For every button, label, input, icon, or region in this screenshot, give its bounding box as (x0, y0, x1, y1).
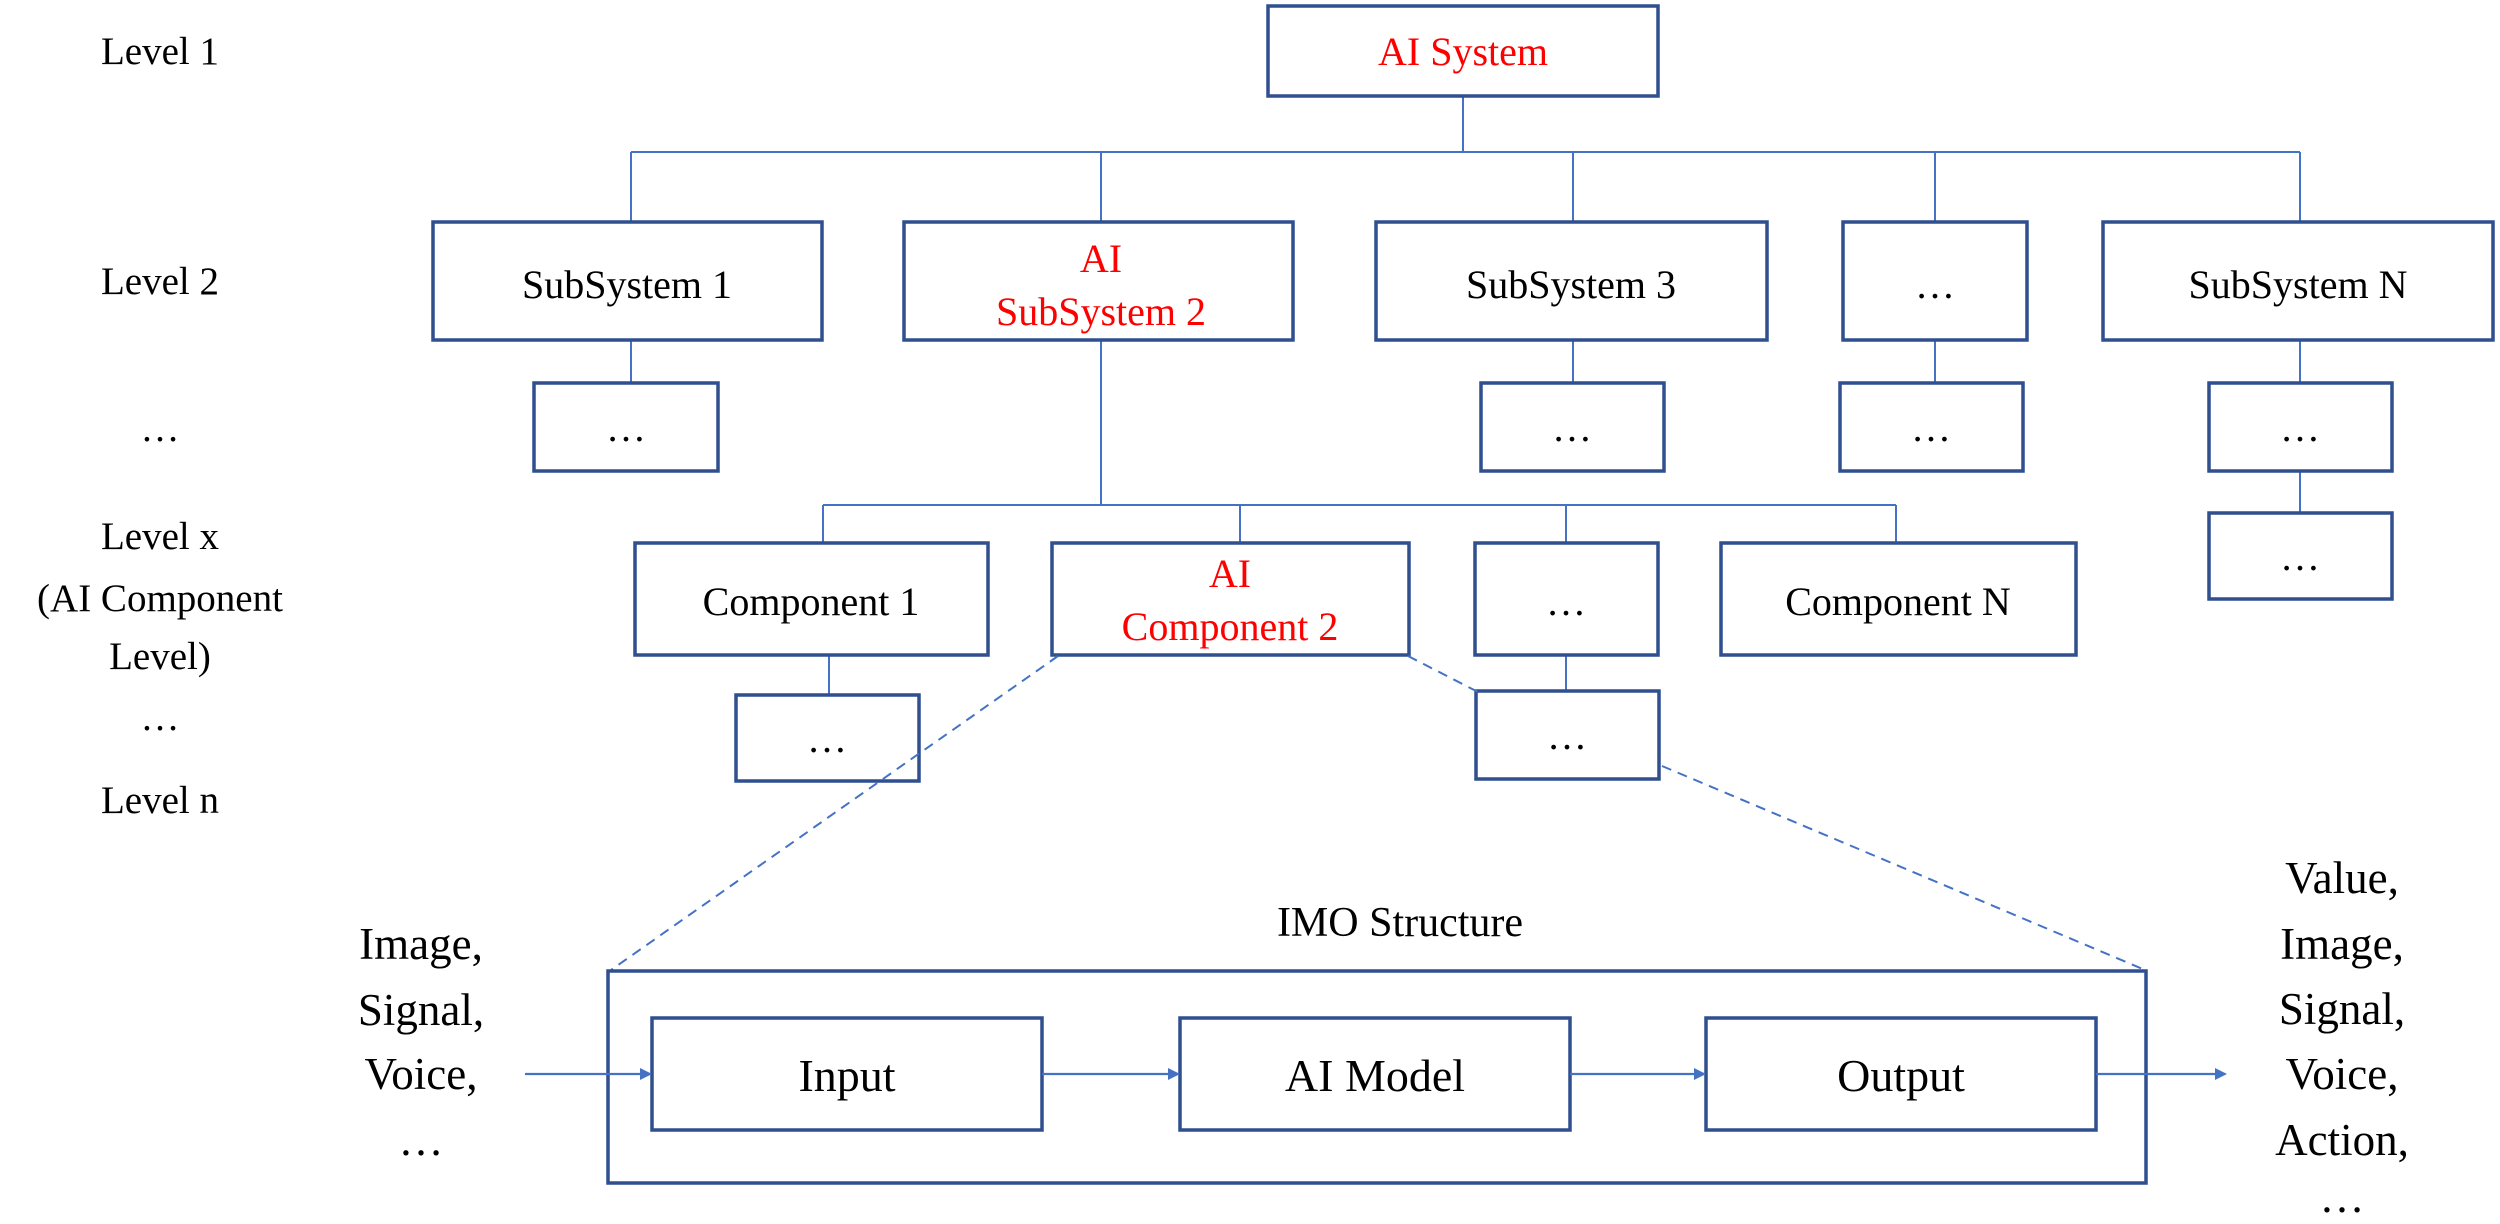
subsystem-1-label: SubSystem 1 (522, 262, 732, 307)
subsystem-1-child-node: … (532, 381, 720, 473)
imo-output-node: Output (1704, 1016, 2098, 1132)
ai-subsystem-2-label-line2: SubSystem 2 (996, 289, 1206, 334)
imo-structure-box (606, 969, 2148, 1185)
output-type-item: Voice, (2286, 1049, 2399, 1099)
imo-input-node: Input (650, 1016, 1044, 1132)
ai-component-2-label-line2: Component 2 (1122, 604, 1339, 649)
tree-connectors (630, 96, 2301, 695)
output-type-item: Value, (2285, 853, 2399, 903)
component-n-node: Component N (1719, 541, 2078, 657)
component-ellipsis-child-node: … (1474, 689, 1661, 781)
level-x-sublabel-1: (AI Component (37, 577, 283, 620)
subsystem-n-label: SubSystem N (2189, 262, 2408, 307)
subsystem-ellipsis-child-node: … (1838, 381, 2025, 473)
subsystem-ellipsis-child-label: … (1911, 405, 1951, 450)
subsystem-n-child-node: … (2207, 381, 2394, 473)
zoom-line-right-lower (1661, 765, 2146, 971)
subsystem-3-node: SubSystem 3 (1374, 220, 1769, 342)
subsystem-n-child-label: … (2280, 405, 2320, 450)
component-1-node: Component 1 (633, 541, 990, 657)
ai-subsystem-2-node: AI SubSystem 2 (902, 220, 1295, 342)
input-type-item: … (399, 1115, 444, 1165)
input-type-item: Signal, (358, 985, 484, 1035)
zoom-line-left (610, 655, 1059, 971)
output-type-item: … (2320, 1172, 2365, 1222)
subsystem-n-grandchild-node: … (2207, 511, 2394, 601)
imo-ai-model-label: AI Model (1285, 1050, 1465, 1101)
level-ellipsis-b: … (141, 696, 180, 739)
ai-system-node: AI System (1266, 4, 1660, 98)
ai-component-2-label-line1: AI (1209, 551, 1251, 596)
ai-system-label: AI System (1378, 29, 1548, 74)
component-1-label: Component 1 (703, 579, 920, 624)
output-type-item: Signal, (2279, 984, 2405, 1034)
output-type-item: Image, (2280, 919, 2404, 969)
imo-output-label: Output (1837, 1050, 1965, 1101)
subsystem-n-node: SubSystem N (2101, 220, 2495, 342)
input-type-item: Image, (359, 919, 483, 969)
level-2-label: Level 2 (101, 260, 219, 303)
subsystem-1-child-label: … (606, 405, 646, 450)
level-1-label: Level 1 (101, 30, 219, 73)
subsystem-3-child-node: … (1479, 381, 1666, 473)
ai-component-2-node: AI Component 2 (1050, 541, 1411, 657)
zoom-line-right-upper (1407, 655, 1481, 694)
subsystem-n-grandchild-label: … (2280, 534, 2320, 579)
subsystem-3-child-label: … (1552, 405, 1592, 450)
component-n-label: Component N (1785, 579, 2011, 624)
ai-subsystem-2-label-line1: AI (1080, 236, 1122, 281)
subsystem-1-node: SubSystem 1 (431, 220, 824, 342)
output-type-item: Action, (2275, 1115, 2409, 1165)
level-x-label: Level x (101, 515, 220, 558)
component-ellipsis-node: … (1473, 541, 1660, 657)
input-type-item: Voice, (365, 1049, 478, 1099)
component-1-child-node: … (734, 693, 921, 783)
imo-input-label: Input (798, 1050, 895, 1101)
component-ellipsis-child-label: … (1547, 713, 1587, 758)
subsystem-3-label: SubSystem 3 (1466, 262, 1676, 307)
imo-structure-title: IMO Structure (1277, 900, 1523, 946)
input-types-list: Image, Signal, Voice, … (358, 919, 484, 1165)
component-ellipsis-label: … (1546, 579, 1586, 624)
level-x-sublabel-2: Level) (109, 635, 211, 678)
output-types-list: Value, Image, Signal, Voice, Action, … (2275, 853, 2409, 1222)
imo-ai-model-node: AI Model (1178, 1016, 1572, 1132)
level-ellipsis-a: … (141, 407, 180, 450)
subsystem-ellipsis-node: … (1841, 220, 2029, 342)
level-n-label: Level n (101, 779, 219, 822)
component-1-child-label: … (807, 716, 847, 761)
subsystem-ellipsis-label: … (1915, 262, 1955, 307)
